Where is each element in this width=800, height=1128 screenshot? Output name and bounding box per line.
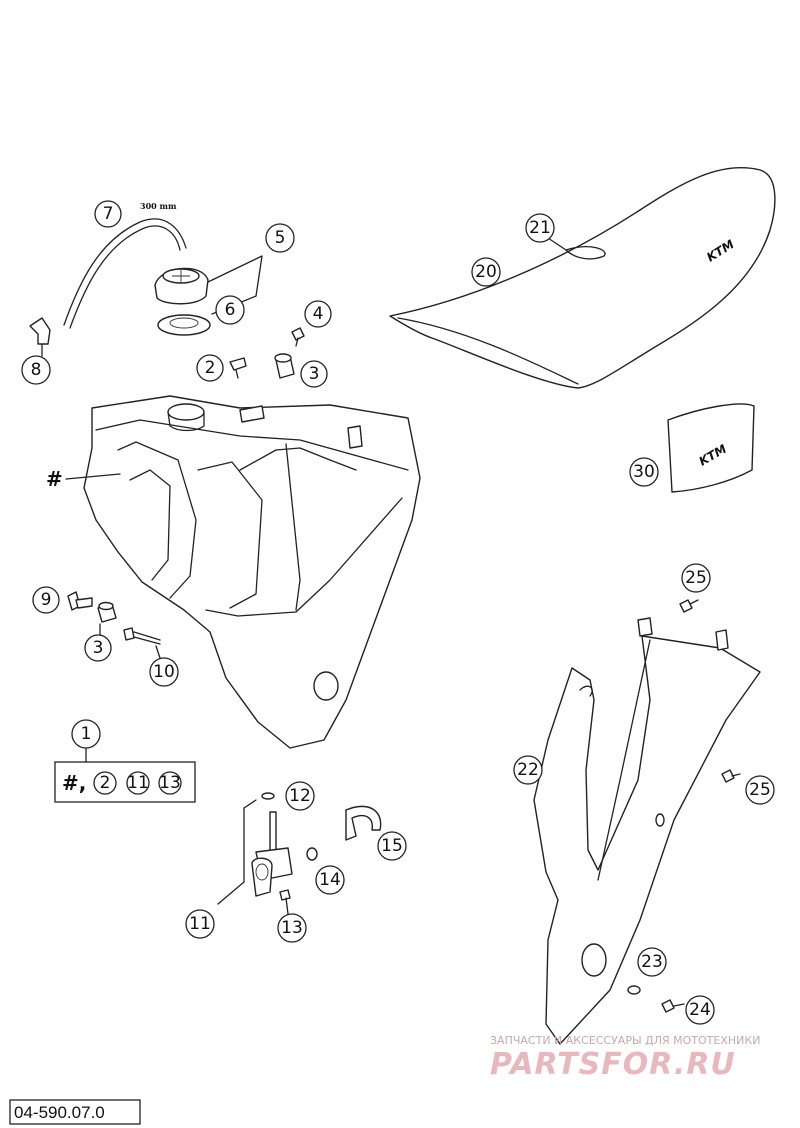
svg-text:15: 15 [381,836,403,856]
o-ring-12 [261,792,275,800]
svg-text:4: 4 [313,304,324,324]
svg-text:30: 30 [633,462,655,482]
kit-assembly: #, 2 11 13 [54,747,196,803]
svg-text:1: 1 [81,724,92,744]
elbow-fitting [29,317,51,345]
watermark-tagline: ЗАПЧАСТИ И АКСЕССУАРЫ ДЛЯ МОТОТЕХНИКИ [490,1034,760,1047]
svg-text:21: 21 [529,218,551,238]
callout-4: 4 [304,300,332,328]
callout-1: 1 [71,719,101,749]
callout-3-top: 3 [300,360,328,388]
bolt-10 [123,627,161,645]
watermark-brand: PARTSFOR.RU [490,1047,736,1082]
callout-23: 23 [637,947,667,977]
svg-text:14: 14 [319,870,341,890]
callout-22: 22 [513,755,543,785]
callout-25-side: 25 [745,775,775,805]
washer-14 [306,847,318,861]
svg-text:13: 13 [159,773,181,793]
spacer-3-top [274,353,295,379]
kit-item-13: 13 [158,771,182,795]
screw-13 [279,889,291,915]
svg-text:3: 3 [93,638,104,658]
callout-30: 30 [629,457,659,487]
fuel-tank: # [46,395,421,749]
screw-25-top [679,599,699,613]
svg-text:24: 24 [689,1000,711,1020]
screw-25-side [721,769,741,783]
callout-7: 7 [94,200,122,228]
svg-text:8: 8 [31,360,42,380]
callout-6: 6 [215,295,245,325]
callout-21: 21 [525,213,555,243]
svg-text:25: 25 [749,780,771,800]
part-code: 04-590.07.0 [14,1103,105,1122]
tank-marker: # [46,467,63,491]
screw-2 [229,357,247,379]
spacer-3-bottom [97,601,117,623]
cap-gasket [157,314,211,336]
kit-item-2: 2 [93,771,117,795]
svg-text:7: 7 [103,204,114,224]
svg-text:11: 11 [189,914,211,934]
callout-24: 24 [685,995,715,1025]
svg-text:23: 23 [641,952,663,972]
svg-text:3: 3 [309,364,320,384]
callout-12: 12 [285,781,315,811]
side-cover [533,617,761,1045]
callout-10: 10 [149,657,179,687]
kit-item-11: 11 [126,771,150,795]
callout-8: 8 [21,355,51,385]
svg-text:2: 2 [205,358,216,378]
hose-15 [345,805,382,841]
callout-5: 5 [265,223,295,253]
callout-15: 15 [377,831,407,861]
svg-text:12: 12 [289,786,311,806]
svg-text:13: 13 [281,918,303,938]
washer-23 [627,985,641,995]
fuel-hose: 300 mm [63,201,187,329]
svg-text:6: 6 [225,300,236,320]
callout-11: 11 [185,909,215,939]
callout-3-bottom: 3 [84,634,112,662]
svg-text:5: 5 [275,228,286,248]
svg-text:10: 10 [153,662,175,682]
svg-text:22: 22 [517,760,539,780]
hose-length-label: 300 mm [140,201,177,211]
svg-text:2: 2 [100,773,111,793]
svg-text:9: 9 [41,590,52,610]
callout-2: 2 [196,354,224,382]
screw-24 [661,999,685,1013]
fuel-tap [217,799,293,905]
callout-9: 9 [32,586,60,614]
svg-text:11: 11 [127,773,149,793]
svg-text:25: 25 [685,568,707,588]
decal: KTM [667,403,755,493]
seat: KTM [389,166,776,389]
fuel-cap [154,267,209,305]
callout-25-top: 25 [681,563,711,593]
callout-20: 20 [471,257,501,287]
svg-text:20: 20 [475,262,497,282]
kit-prefix: #, [62,771,86,795]
callout-13: 13 [277,913,307,943]
bolt-9 [67,591,93,611]
callout-14: 14 [315,865,345,895]
screw-4 [291,327,305,347]
